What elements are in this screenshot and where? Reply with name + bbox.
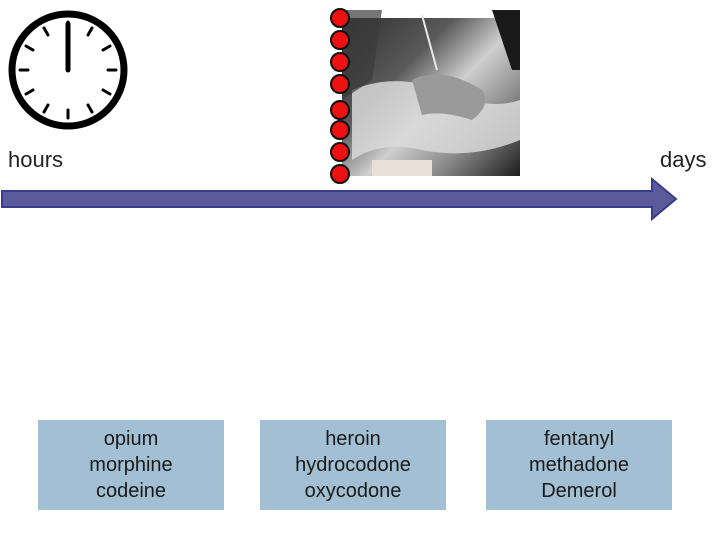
timeline-start-label: hours: [8, 147, 64, 172]
red-marker-dot: [330, 8, 350, 28]
drug-group-box-long: fentanyl methadone Demerol: [486, 420, 672, 510]
red-marker-dot: [330, 142, 350, 162]
drug-name: methadone: [528, 454, 630, 476]
red-marker-dot: [330, 30, 350, 50]
drug-name: codeine: [95, 480, 167, 502]
drug-group-box-medium: heroin hydrocodone oxycodone: [260, 420, 446, 510]
drug-name: Demerol: [541, 480, 617, 502]
clock-icon: [8, 10, 128, 130]
drug-name: opium: [103, 428, 159, 450]
red-marker-dot: [330, 100, 350, 120]
drug-name: hydrocodone: [295, 454, 411, 476]
drug-name: oxycodone: [304, 480, 402, 502]
photo-image: [342, 10, 520, 176]
red-marker-dot: [330, 52, 350, 72]
drug-name: heroin: [325, 428, 381, 450]
red-marker-dot: [330, 120, 350, 140]
timeline-arrow: [1, 176, 678, 222]
timeline-end-label: days: [660, 147, 707, 172]
red-marker-dot: [330, 164, 350, 184]
red-marker-dot: [330, 74, 350, 94]
drug-name: morphine: [89, 454, 173, 476]
drug-group-box-short: opium morphine codeine: [38, 420, 224, 510]
drug-name: fentanyl: [543, 428, 615, 450]
